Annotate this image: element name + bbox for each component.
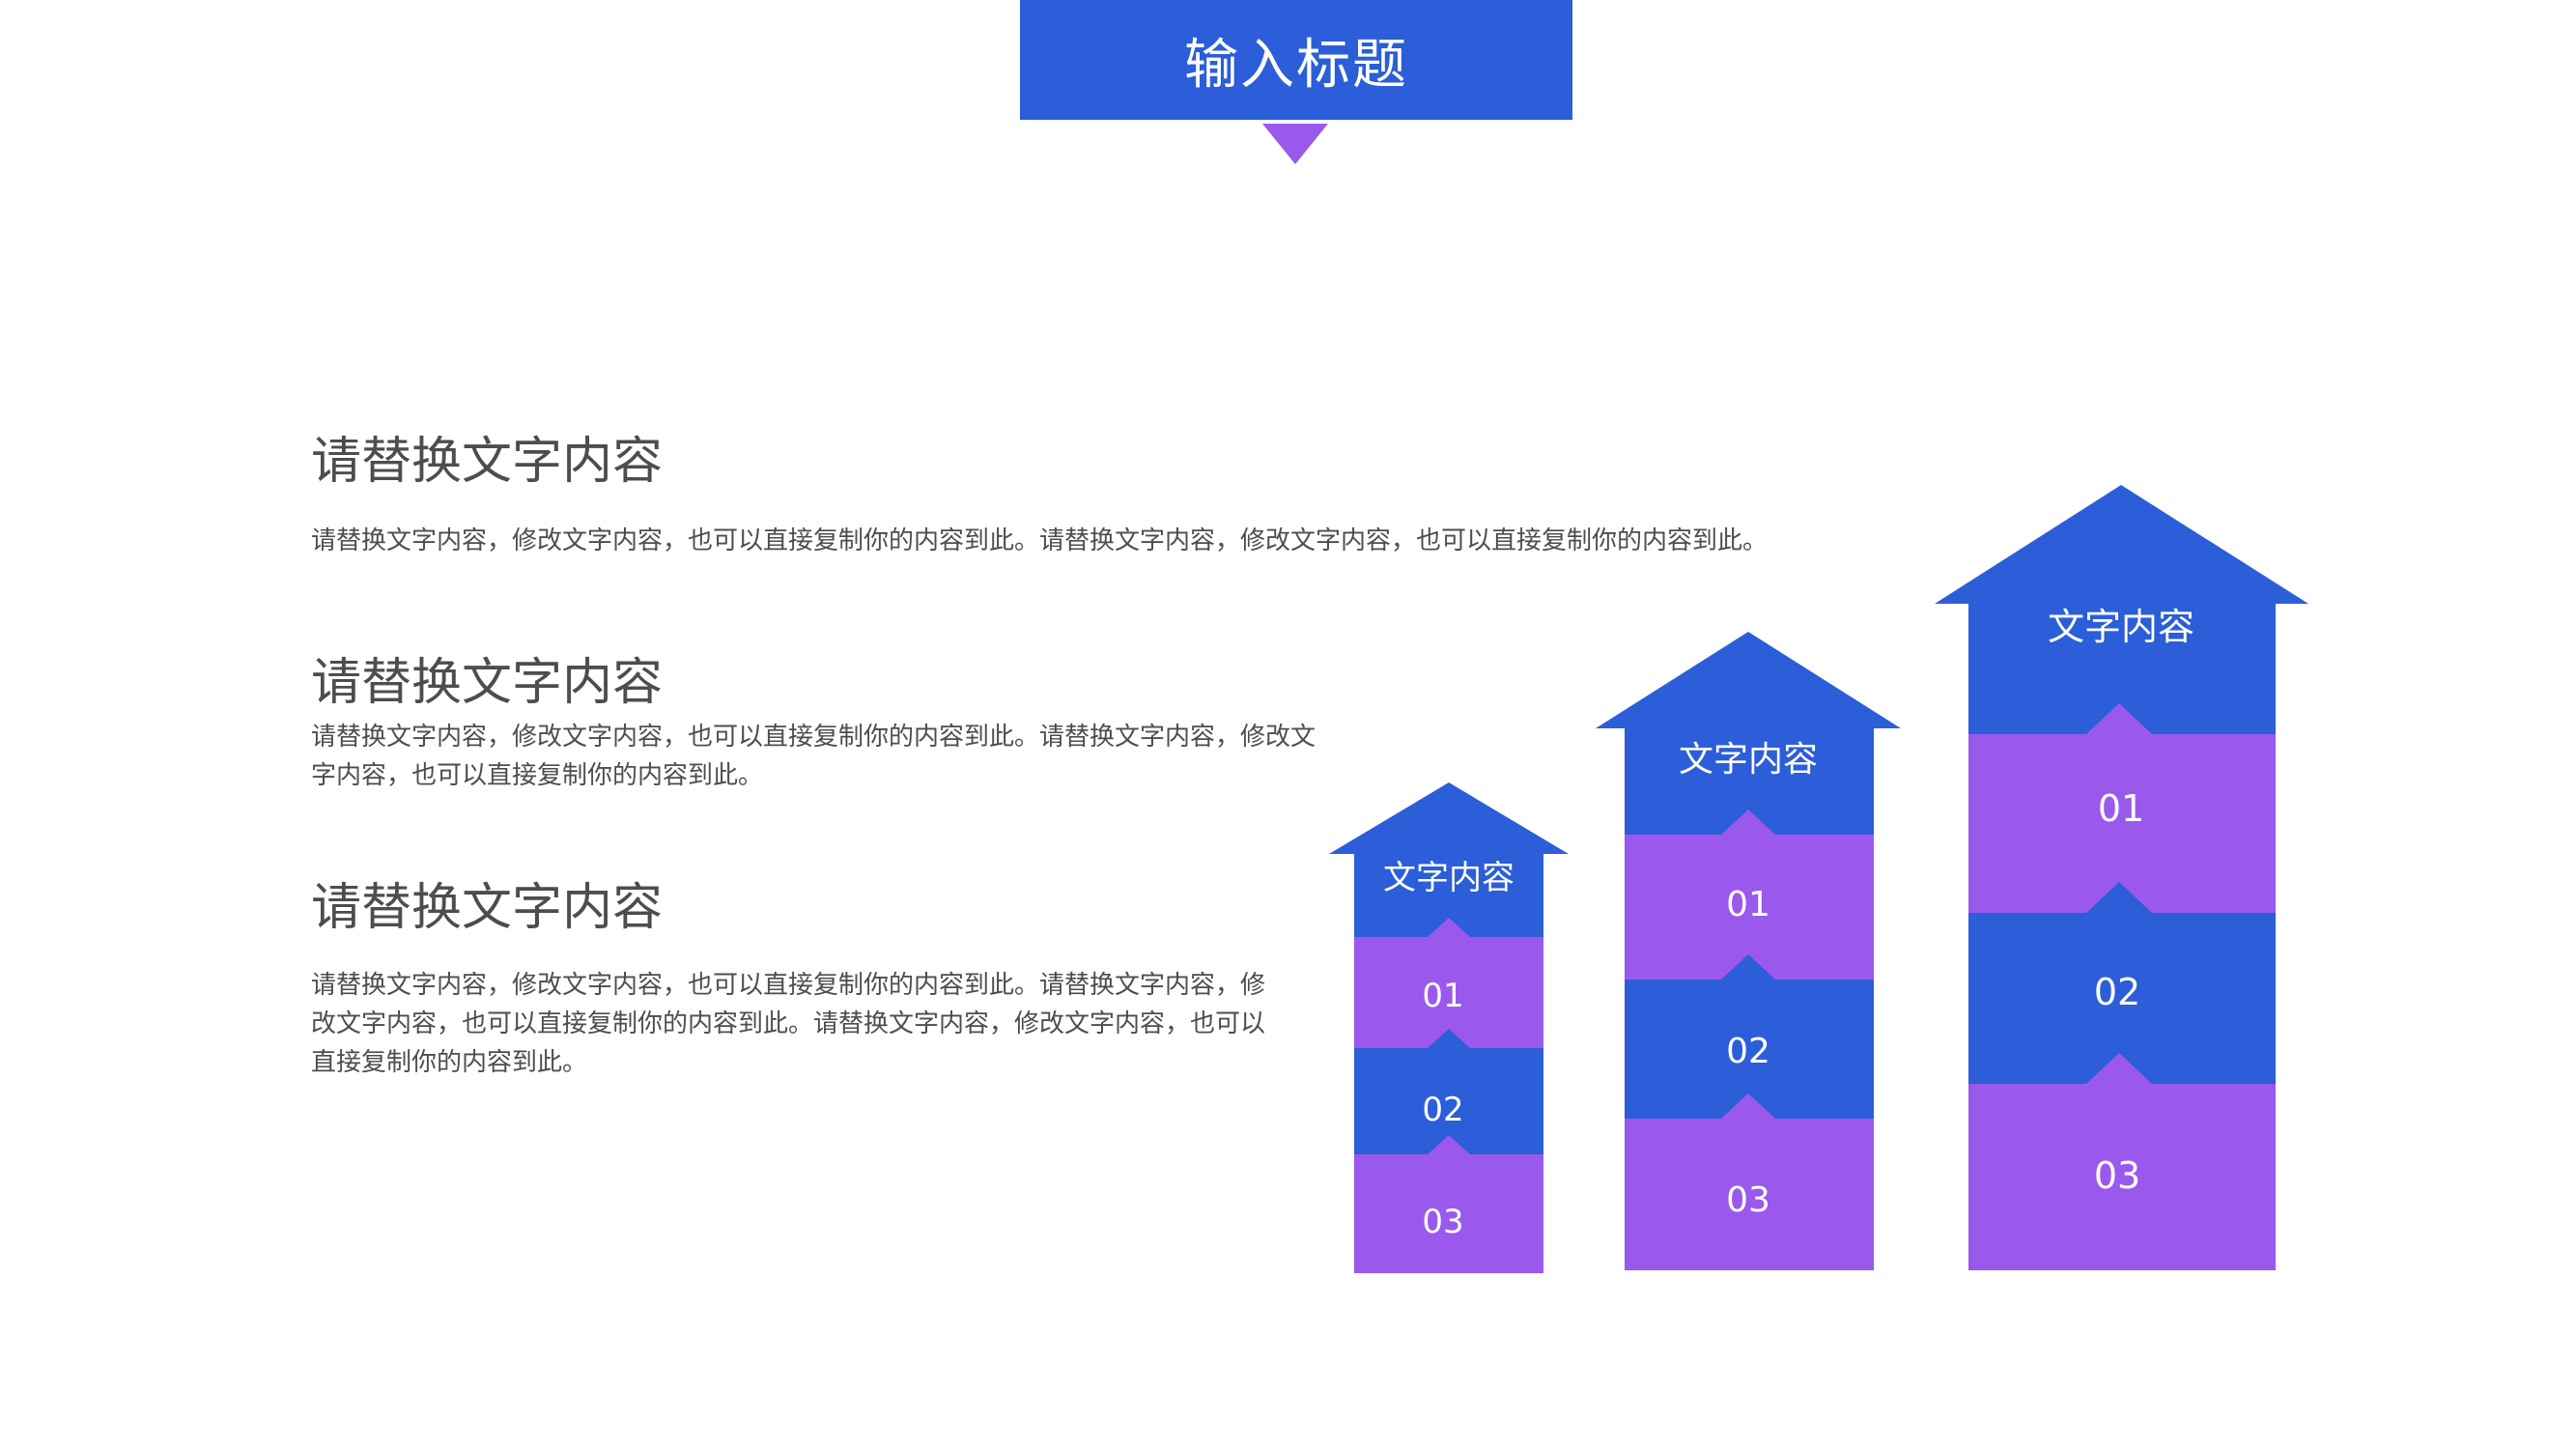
text-block-1: 请替换文字内容 请替换文字内容，修改文字内容，也可以直接复制你的内容到此。请替换… (311, 431, 1768, 560)
arrow-1-segment-label-02: 02 (1422, 1091, 1463, 1129)
arrow-3-head-label: 文字内容 (2048, 606, 2194, 648)
arrow-1: 文字内容 01 02 03 (1329, 782, 1569, 1273)
arrow-2-segment-label-02: 02 (1726, 1032, 1770, 1071)
arrow-1-segment-01 (1354, 918, 1543, 1048)
arrow-3: 文字内容 01 02 03 (1935, 485, 2308, 1270)
title-banner: 输入标题 (1020, 0, 1572, 120)
arrow-3-head (1935, 485, 2308, 734)
arrow-2: 文字内容 01 02 03 (1596, 632, 1901, 1270)
arrow-2-segment-01 (1625, 810, 1874, 980)
arrow-3-segment-02 (1968, 882, 2276, 1084)
text-block-body: 请替换文字内容，修改文字内容，也可以直接复制你的内容到此。请替换文字内容，修改文… (311, 971, 1266, 1077)
arrow-2-segment-label-01: 01 (1726, 885, 1770, 924)
text-block-heading: 请替换文字内容 (311, 654, 664, 712)
arrow-3-segment-label-03: 03 (2094, 1154, 2140, 1197)
arrow-2-head (1596, 632, 1901, 835)
arrow-1-head-label: 文字内容 (1383, 859, 1514, 897)
title-pointer-triangle (1262, 124, 1328, 164)
arrow-3-segment-01 (1968, 703, 2276, 913)
arrow-3-segment-label-02: 02 (2094, 971, 2140, 1013)
arrow-2-segment-label-03: 03 (1726, 1180, 1770, 1220)
arrow-1-head (1329, 782, 1569, 937)
arrow-1-segment-label-03: 03 (1422, 1203, 1463, 1241)
arrow-2-segment-02 (1625, 954, 1874, 1119)
text-block-heading: 请替换文字内容 (311, 879, 664, 937)
text-block-body: 请替换文字内容，修改文字内容，也可以直接复制你的内容到此。请替换文字内容，修改文… (311, 526, 1769, 555)
text-block-heading: 请替换文字内容 (311, 433, 664, 491)
arrow-1-segment-label-01: 01 (1422, 977, 1463, 1015)
text-block-body: 请替换文字内容，修改文字内容，也可以直接复制你的内容到此。请替换文字内容，修改文… (311, 723, 1316, 790)
arrow-3-segment-label-01: 01 (2098, 787, 2144, 830)
arrow-2-head-label: 文字内容 (1679, 740, 1818, 780)
text-block-2: 请替换文字内容 请替换文字内容，修改文字内容，也可以直接复制你的内容到此。请替换… (311, 652, 1335, 795)
arrow-1-segment-02 (1354, 1029, 1543, 1154)
arrow-3-segment-03 (1968, 1053, 2276, 1270)
text-block-3: 请替换文字内容 请替换文字内容，修改文字内容，也可以直接复制你的内容到此。请替换… (311, 877, 1287, 1082)
arrow-2-segment-03 (1625, 1094, 1874, 1270)
arrow-1-segment-03 (1354, 1135, 1543, 1273)
page-title: 输入标题 (1184, 33, 1408, 97)
